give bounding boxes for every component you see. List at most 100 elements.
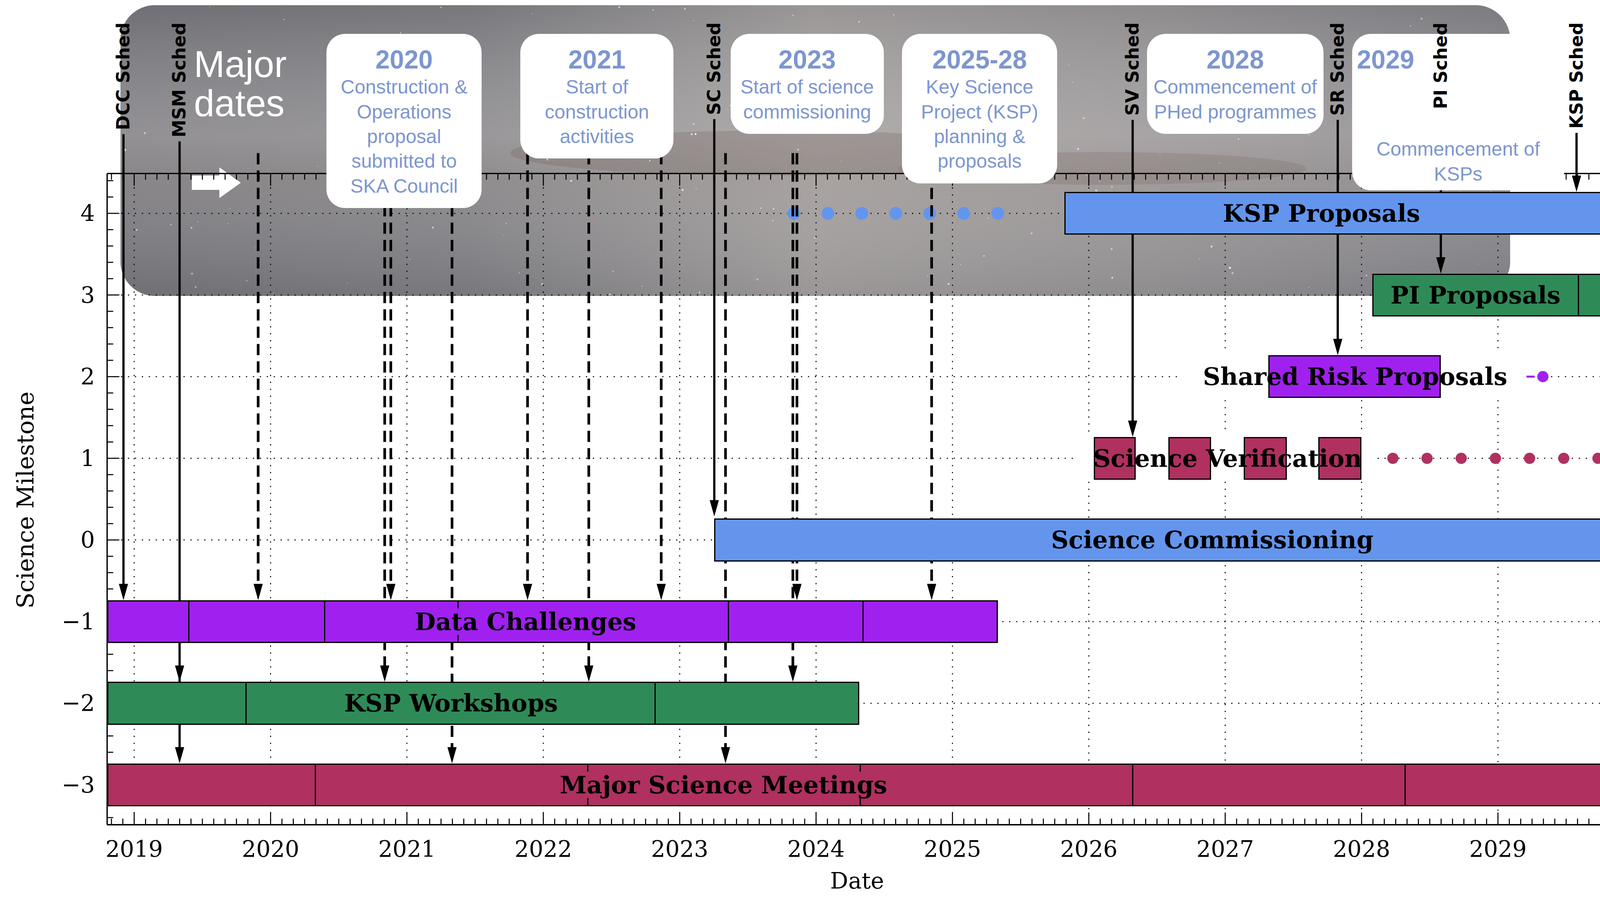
date-text: Start of science commissioning [735,74,879,125]
star [608,293,611,296]
star [1198,258,1200,260]
plot-frame [107,823,1600,825]
star [1072,81,1074,83]
star [760,207,762,209]
axis-tick [247,818,249,825]
date-box: 2020Construction & Operations proposal s… [326,33,482,209]
arrow-head [386,583,396,601]
axis-tick [107,245,114,247]
axis-tick [531,818,533,825]
axis-tick [1031,818,1033,825]
axis-tick [107,180,114,182]
axis-tick [519,818,522,825]
star [505,222,508,225]
arrow-head [523,583,533,601]
axis-tick [107,816,114,819]
axis-tick [576,173,578,180]
bar-divider [1577,274,1580,316]
axis-tick [270,173,272,186]
plot-frame [106,173,108,825]
axis-tick [429,818,431,825]
star [1478,263,1480,265]
arrow-head [721,746,731,764]
axis-tick [1111,818,1113,825]
axis-tick [1281,173,1283,180]
schedule-arrow [1575,132,1578,178]
star [440,6,442,9]
axis-tick [1292,173,1295,180]
axis-tick [1213,173,1215,180]
star [893,14,895,16]
axis-tick [190,173,192,180]
axis-tick [292,173,294,180]
date-box: 2029Commencement of KSPs [1352,33,1565,191]
axis-tick [315,818,317,825]
axis-tick [107,228,114,231]
star [540,282,543,285]
tick-label: 2026 [1059,835,1118,862]
grid-line [542,173,545,825]
axis-tick [1167,173,1170,180]
axis-tick [1508,818,1511,825]
axis-tick [394,818,397,825]
tick-label: 2028 [1332,835,1391,862]
dashed-arrow [383,153,387,668]
axis-tick [1020,818,1022,825]
axis-tick [107,669,114,672]
axis-tick [122,818,124,825]
axis-tick [827,818,829,825]
axis-tick [542,812,545,825]
arrow-head [788,665,798,682]
bar-label: KSP Workshops [341,689,561,717]
axis-tick [565,818,567,825]
axis-tick [1304,173,1306,180]
star [814,236,816,239]
star [197,221,199,223]
axis-tick [304,173,306,180]
star [1085,174,1087,175]
axis-tick [107,425,114,427]
arrow-head [656,583,666,601]
star [969,20,971,23]
axis-tick [1076,173,1079,180]
galaxy-image [120,5,1511,297]
white-arrow [191,167,242,198]
axis-tick [1395,818,1397,825]
axis-tick [1485,818,1488,825]
axis-tick [338,818,340,825]
dashed-arrow [724,153,728,750]
grid-line [1550,376,1600,378]
arrow-head [253,583,263,601]
star [1099,180,1100,182]
axis-tick [565,173,567,180]
axis-tick [815,812,817,825]
axis-tick [270,812,272,825]
star [858,20,860,23]
star [1082,117,1085,119]
verification-dot [1455,452,1468,464]
axis-tick [667,818,670,825]
axis-tick [1406,818,1408,825]
tick-label: −2 [61,689,96,716]
star [754,213,757,216]
axis-tick [451,818,453,825]
dashed-arrow [450,153,454,750]
star [600,252,602,254]
star [649,160,651,162]
arrow-head [118,583,129,601]
axis-tick [849,818,851,825]
axis-tick [1201,173,1204,180]
bar-label: Data Challenges [412,608,639,635]
axis-tick [781,173,783,180]
date-box: 2028Commencement of PHed programmes [1147,33,1324,134]
risk-dash [1526,375,1535,378]
tick-label: 2019 [105,835,164,862]
axis-tick [107,441,114,443]
axis-tick [1565,173,1567,180]
axis-tick [145,818,147,825]
axis-tick [281,173,283,180]
grid-line [107,457,1074,460]
bar-divider [727,601,730,642]
schedule-arrow [178,141,181,750]
grid-line [1497,399,1499,825]
